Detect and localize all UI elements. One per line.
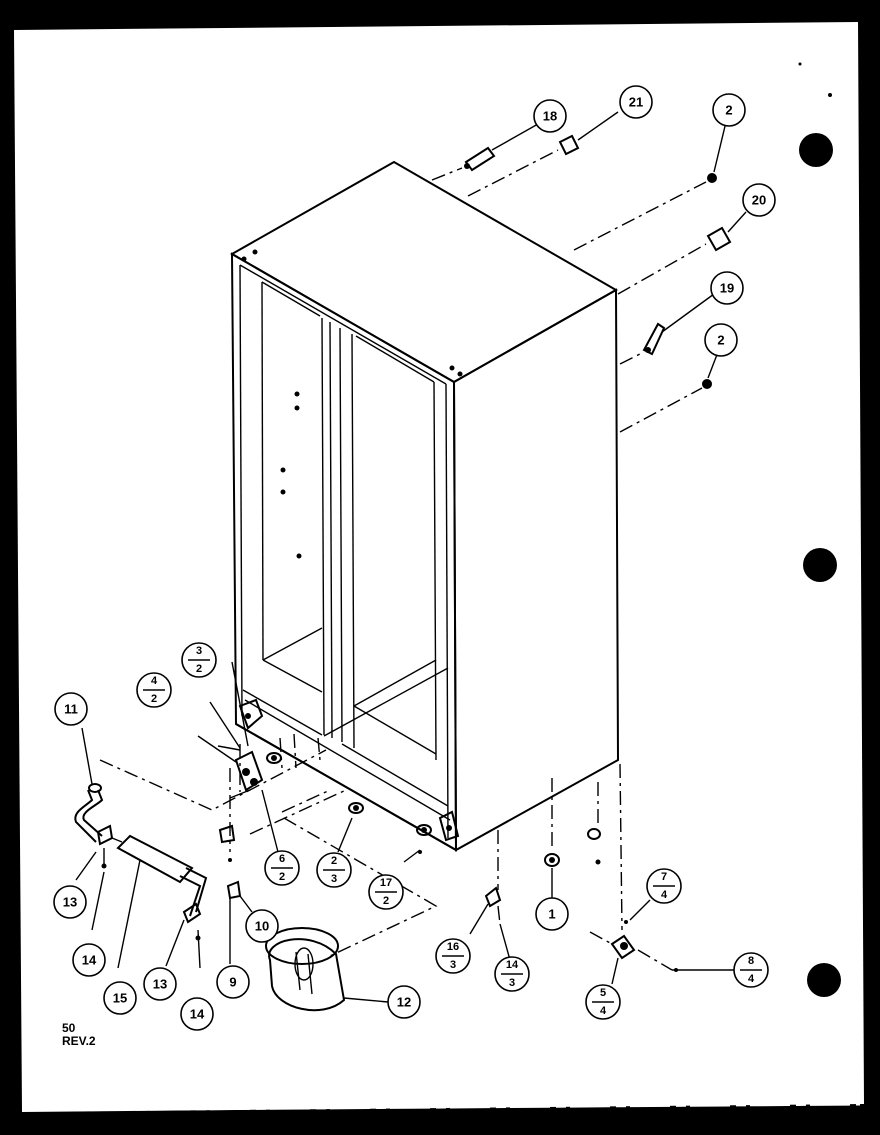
callout-5-over-4-bottom: 4 (600, 1005, 607, 1017)
callout-9-label: 9 (229, 975, 236, 990)
callout-6-over-2-bottom: 2 (279, 871, 285, 883)
callout-3-over-2: 3 2 (181, 642, 217, 678)
callout-18: 18 (533, 99, 567, 133)
callout-13-left-label: 13 (63, 895, 77, 910)
callout-4-over-2-top: 4 (151, 675, 158, 687)
callout-17-over-2-bottom: 2 (383, 895, 389, 907)
callout-7-over-4-top: 7 (661, 871, 667, 883)
callout-2-lower: 2 (704, 323, 738, 357)
bottom-right-parts (469, 763, 740, 985)
callout-17-over-2-top: 17 (380, 877, 392, 889)
callout-14-over-3-top: 14 (506, 959, 519, 971)
callout-11-label: 11 (64, 702, 78, 717)
callout-1-label: 1 (548, 907, 555, 922)
callout-10: 10 (245, 909, 279, 943)
callout-1: 1 (535, 897, 569, 931)
callout-14-left-label: 14 (82, 953, 97, 968)
callout-7-over-4: 7 4 (646, 868, 682, 904)
drawing-code: 50 (62, 1021, 76, 1035)
callout-6-over-2-top: 6 (279, 853, 285, 865)
callout-14-right: 14 (180, 997, 214, 1031)
callout-20: 20 (742, 183, 776, 217)
callout-14-left: 14 (72, 943, 106, 977)
callout-2-upper-label: 2 (725, 103, 732, 118)
callout-2-over-3: 2 3 (316, 852, 352, 888)
paper (14, 22, 864, 1112)
callout-19-label: 19 (720, 281, 734, 296)
top-parts (431, 111, 747, 433)
callout-2-over-3-bottom: 3 (331, 873, 337, 885)
callout-14-over-3: 14 3 (494, 956, 530, 992)
binder-hole-bottom (807, 963, 841, 997)
callout-11: 11 (54, 692, 88, 726)
callout-12: 12 (387, 985, 421, 1019)
callout-16-over-3-top: 16 (447, 941, 459, 953)
binder-hole-middle (803, 548, 837, 582)
callout-14-over-3-bottom: 3 (509, 977, 515, 989)
callout-15-label: 15 (113, 991, 127, 1006)
callout-16-over-3: 16 3 (435, 938, 471, 974)
callout-2-lower-label: 2 (717, 333, 724, 348)
callout-10-label: 10 (255, 919, 269, 934)
cabinet-body (229, 160, 620, 852)
callout-17-over-2: 17 2 (368, 874, 404, 910)
callout-16-over-3-bottom: 3 (450, 959, 456, 971)
bottom-left-parts (74, 661, 438, 1012)
callout-2-upper: 2 (712, 93, 746, 127)
callout-4-over-2: 4 2 (136, 672, 172, 708)
callout-20-label: 20 (752, 193, 766, 208)
callout-7-over-4-bottom: 4 (661, 889, 668, 901)
callout-3-over-2-bottom: 2 (196, 663, 202, 675)
callout-4-over-2-bottom: 2 (151, 693, 157, 705)
callout-13-right: 13 (143, 967, 177, 1001)
callout-14-right-label: 14 (190, 1007, 205, 1022)
binder-hole-top (799, 133, 833, 167)
callout-8-over-4-top: 8 (748, 955, 754, 967)
callout-2-over-3-top: 2 (331, 855, 337, 867)
callout-6-over-2: 6 2 (264, 850, 300, 886)
callout-18-label: 18 (543, 109, 557, 124)
callout-5-over-4-top: 5 (600, 987, 606, 999)
callout-5-over-4: 5 4 (585, 984, 621, 1020)
callout-13-left: 13 (53, 885, 87, 919)
callout-3-over-2-top: 3 (196, 645, 202, 657)
callout-19: 19 (710, 271, 744, 305)
callout-21-label: 21 (629, 95, 643, 110)
callout-13-right-label: 13 (153, 977, 167, 992)
callout-9: 9 (216, 965, 250, 999)
callout-8-over-4: 8 4 (733, 952, 769, 988)
callout-15: 15 (103, 981, 137, 1015)
callout-8-over-4-bottom: 4 (748, 973, 755, 985)
revision-label: REV.2 (62, 1034, 96, 1048)
callout-21: 21 (619, 85, 653, 119)
callout-12-label: 12 (397, 995, 411, 1010)
